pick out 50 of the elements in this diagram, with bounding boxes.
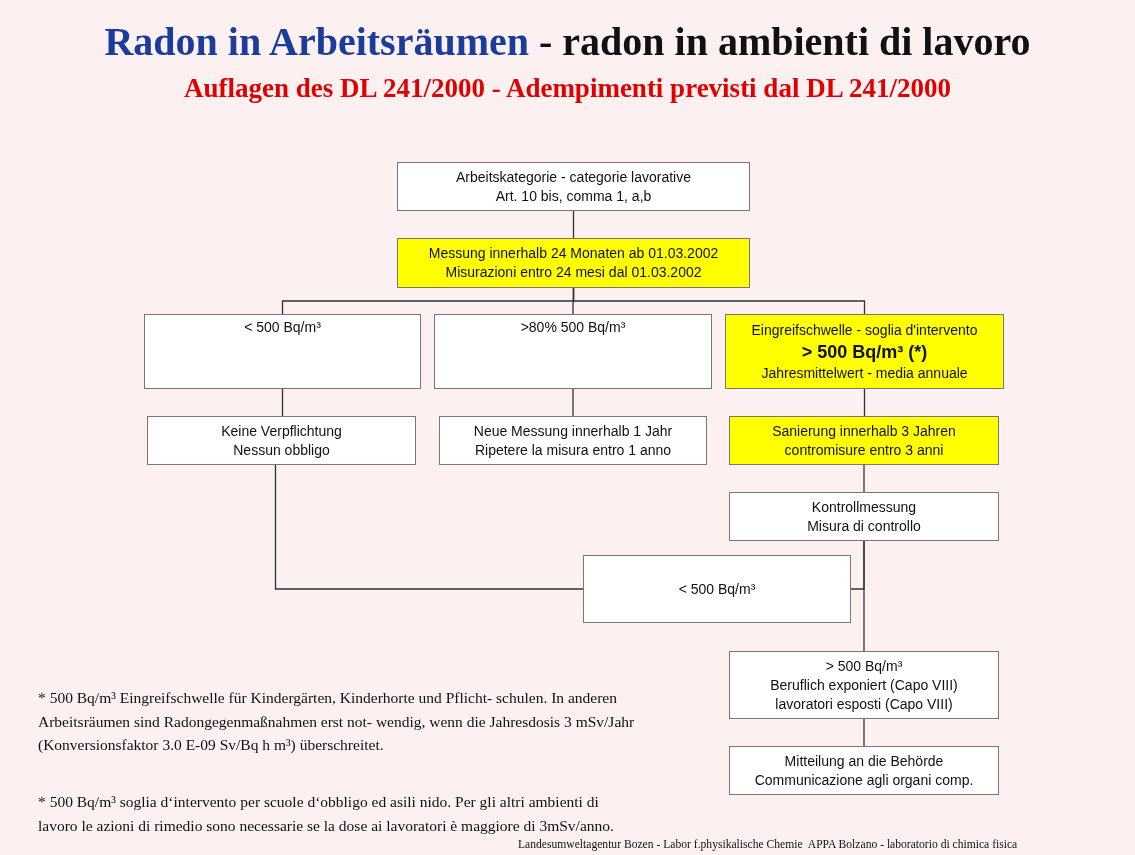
box-text: Mitteilung an die Behörde [784,751,944,771]
box-text: Sanierung innerhalb 3 Jahren [772,421,956,441]
process-box [434,314,712,389]
box-text: lavoratori esposti (Capo VIII) [775,694,953,714]
process-box [583,555,851,623]
box-text: Misurazioni entro 24 mesi dal 01.03.2002 [445,263,702,282]
connector-line [281,388,284,417]
process-box [729,746,999,795]
process-box [144,314,421,389]
highlight-box [397,238,750,288]
process-box [147,416,416,465]
process-box [439,416,707,465]
title: Radon in Arbeitsräumen [104,19,529,64]
box-text: < 500 Bq/m³ [244,318,321,337]
source-credit: Landesumweltagentur Bozen - Labor f.physikalische Chemie APPA Bolzano - laboratorio di chimica fisica [518,838,1019,852]
box-text: Jahresmittelwert - media annuale [761,363,968,383]
connector-line [572,287,866,315]
process-box [397,162,750,211]
box-text: Misura di controllo [807,516,921,536]
connector-line [863,464,865,493]
box-text: Keine Verpflichtung [221,421,342,441]
connector-line [572,388,574,417]
box-text: > 500 Bq/m³ [825,656,903,676]
footnote: * 500 Bq/m³ soglia d‘intervento per scuole d‘obbligo ed asili nido. Per gli altri ambienti di lavoro le azioni di rimedio sono necessarie se la dose ai lavoratori è maggiore di 3mSv/anno. [38,792,615,836]
box-text: Art. 10 bis, comma 1, a,b [495,186,652,206]
box-text: > 500 Bq/m³ (*) [801,340,928,364]
process-box [729,492,999,541]
connector-line [863,540,865,652]
box-text: Eingreifschwelle - soglia d'intervento [751,320,978,340]
box-text: Communicazione agli organi comp. [754,770,974,790]
box-text: >80% 500 Bq/m³ [520,318,626,337]
box-text: Nessun obbligo [233,440,330,460]
title-translation: - radon in ambienti di lavoro [538,19,1031,64]
connector-line [274,464,584,590]
footnote: * 500 Bq/m³ Eingreifschwelle für Kindergärten, Kinderhorte und Pflicht- schulen. In anderen Arbeitsräumen sind Radongegenmaßnahmen erst not- wendig, wenn die Jahresdosis 3 mSv/Jahr (Konversionsfaktor 3.0 E-09 Sv/Bq h m³) überschreitet. [38,688,636,755]
box-text: Arbeitskategorie - categorie lavorative [456,167,691,187]
box-text: Ripetere la misura entro 1 anno [474,440,672,460]
box-text: < 500 Bq/m³ [678,579,756,599]
highlight-box [729,416,999,465]
box-text: Neue Messung innerhalb 1 Jahr [473,421,673,441]
connector-line [863,388,866,417]
box-text: Messung innerhalb 24 Monaten ab 01.03.2002 [428,244,719,263]
highlight-box [725,314,1004,389]
connector-line [572,210,575,239]
box-text: Beruflich exponiert (Capo VIII) [770,675,958,695]
subtitle: Auflagen des DL 241/2000 - Adempimenti previsti dal DL 241/2000 [183,72,952,104]
box-text: Kontrollmessung [811,497,917,517]
box-text: contromisure entro 3 anni [784,440,944,460]
connector-line [863,718,865,747]
process-box [729,651,999,719]
